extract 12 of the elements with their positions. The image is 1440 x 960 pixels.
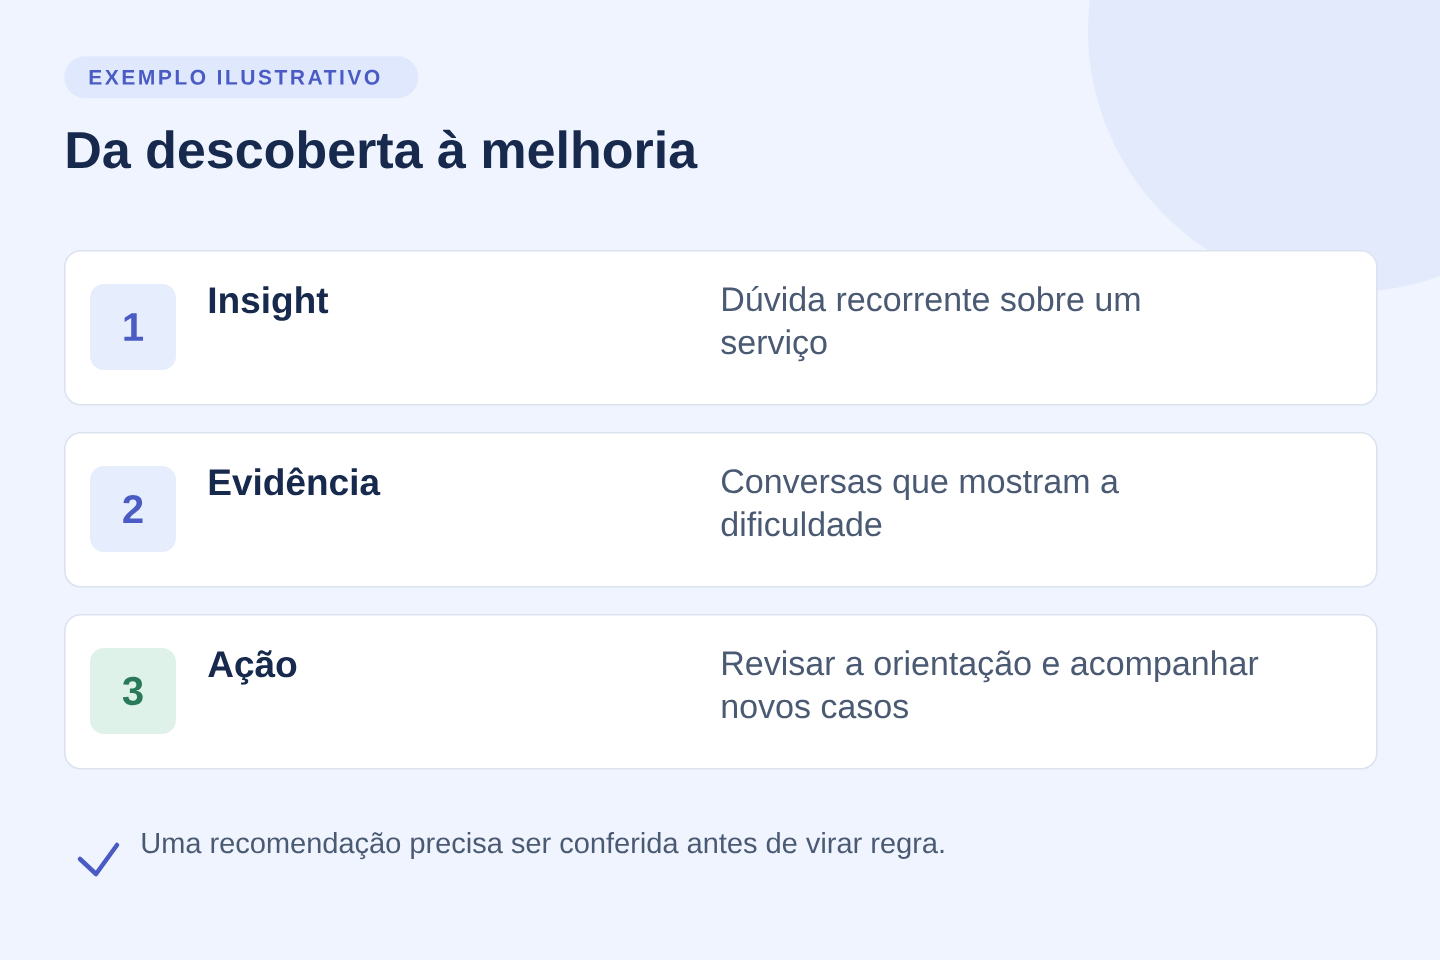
step-title: Ação [208, 650, 297, 685]
number-badge: 1 [90, 284, 176, 370]
step-description: Dúvida recorrente sobre um serviço [721, 285, 1140, 362]
step-description: Conversas que mostram a dificuldade [721, 469, 1119, 537]
note-text: Uma recomendação precisa ser conferida antes de virar regra. [142, 832, 944, 860]
step-description: Revisar a orientação e acompanhar novos casos [722, 650, 1259, 719]
title: Da descoberta à melhoria [67, 129, 698, 169]
tag-pill: EXEMPLO ILUSTRATIVO [64, 56, 419, 99]
number-badge: 2 [90, 466, 176, 552]
step-title: Evidência [209, 467, 381, 496]
number-badge: 3 [90, 648, 176, 734]
step-title: Insight [209, 286, 329, 321]
